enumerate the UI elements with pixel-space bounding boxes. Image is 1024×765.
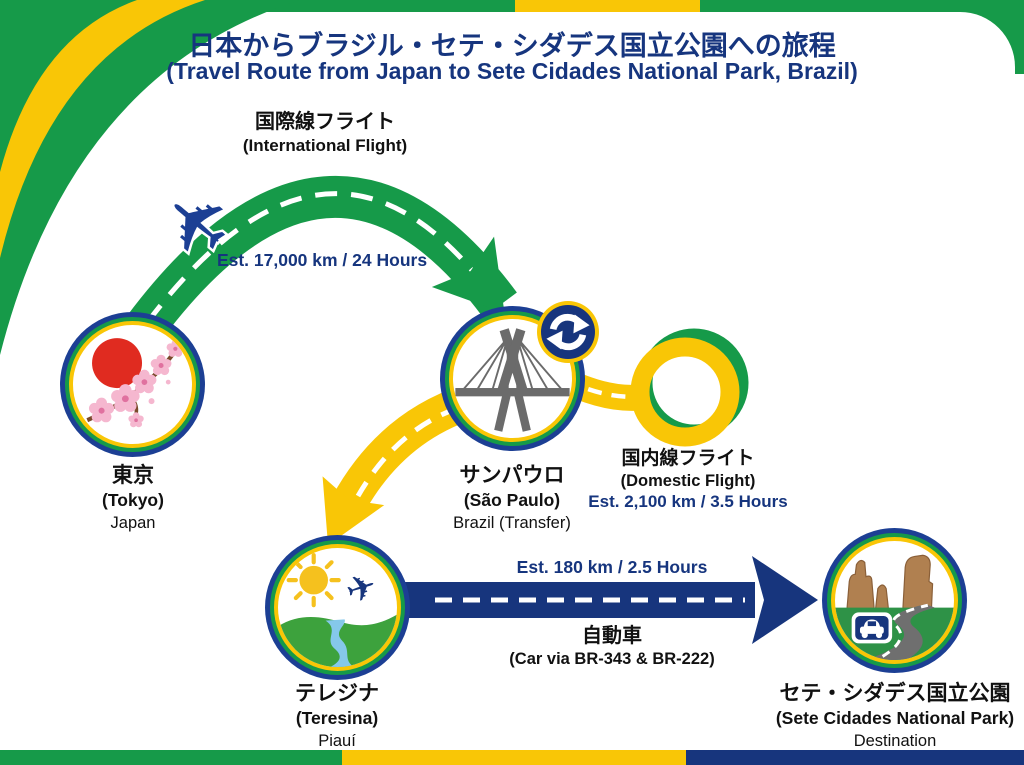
car-route-label: 自動車 (Car via BR-343 & BR-222) xyxy=(509,625,715,668)
node-destination xyxy=(822,528,967,673)
node-tokyo xyxy=(60,312,205,457)
tokyo-sun-sakura-icon xyxy=(86,338,185,428)
domestic-flight-distance: Est. 2,100 km / 3.5 Hours xyxy=(588,492,788,512)
page-title-japanese: 日本からブラジル・セテ・シダデス国立公園への旅程 xyxy=(188,31,836,61)
page-title-english: (Travel Route from Japan to Sete Cidades… xyxy=(166,58,858,84)
bottom-bar-yellow xyxy=(342,750,687,765)
car-icon xyxy=(851,612,893,644)
international-flight-label: 国際線フライト (International Flight) xyxy=(242,111,408,155)
bottom-bar-green xyxy=(0,750,343,765)
bottom-bar-navy xyxy=(686,750,1024,765)
tokyo-label: 東京 (Tokyo) Japan xyxy=(102,464,164,532)
bottom-border-bar xyxy=(0,750,1024,765)
car-route-arrow xyxy=(400,556,818,644)
teresina-label: テレジナ (Teresina) Piauí xyxy=(295,682,379,750)
car-route-distance: Est. 180 km / 2.5 Hours xyxy=(516,557,708,577)
top-border-yellow-segment xyxy=(515,0,700,12)
transfer-badge xyxy=(537,301,599,363)
teresina-sun-river-icon: ✈ xyxy=(278,553,397,667)
sao-paulo-bridge-icon xyxy=(455,328,570,432)
destination-label: セテ・シダデス国立公園 (Sete Cidades National Park)… xyxy=(775,682,1015,750)
small-plane-icon: ✈ xyxy=(341,565,382,612)
international-flight-arrow xyxy=(100,175,517,377)
transfer-icon xyxy=(546,313,590,351)
node-teresina: ✈ xyxy=(265,535,410,680)
domestic-flight-label: 国内線フライト (Domestic Flight) Est. 2,100 km … xyxy=(588,448,788,512)
international-flight-distance: Est. 17,000 km / 24 Hours xyxy=(216,250,428,270)
sete-cidades-rocks-icon xyxy=(835,554,954,660)
corner-swoosh-decoration xyxy=(0,0,300,355)
sao-paulo-label: サンパウロ (São Paulo) Brazil (Transfer) xyxy=(453,464,571,532)
